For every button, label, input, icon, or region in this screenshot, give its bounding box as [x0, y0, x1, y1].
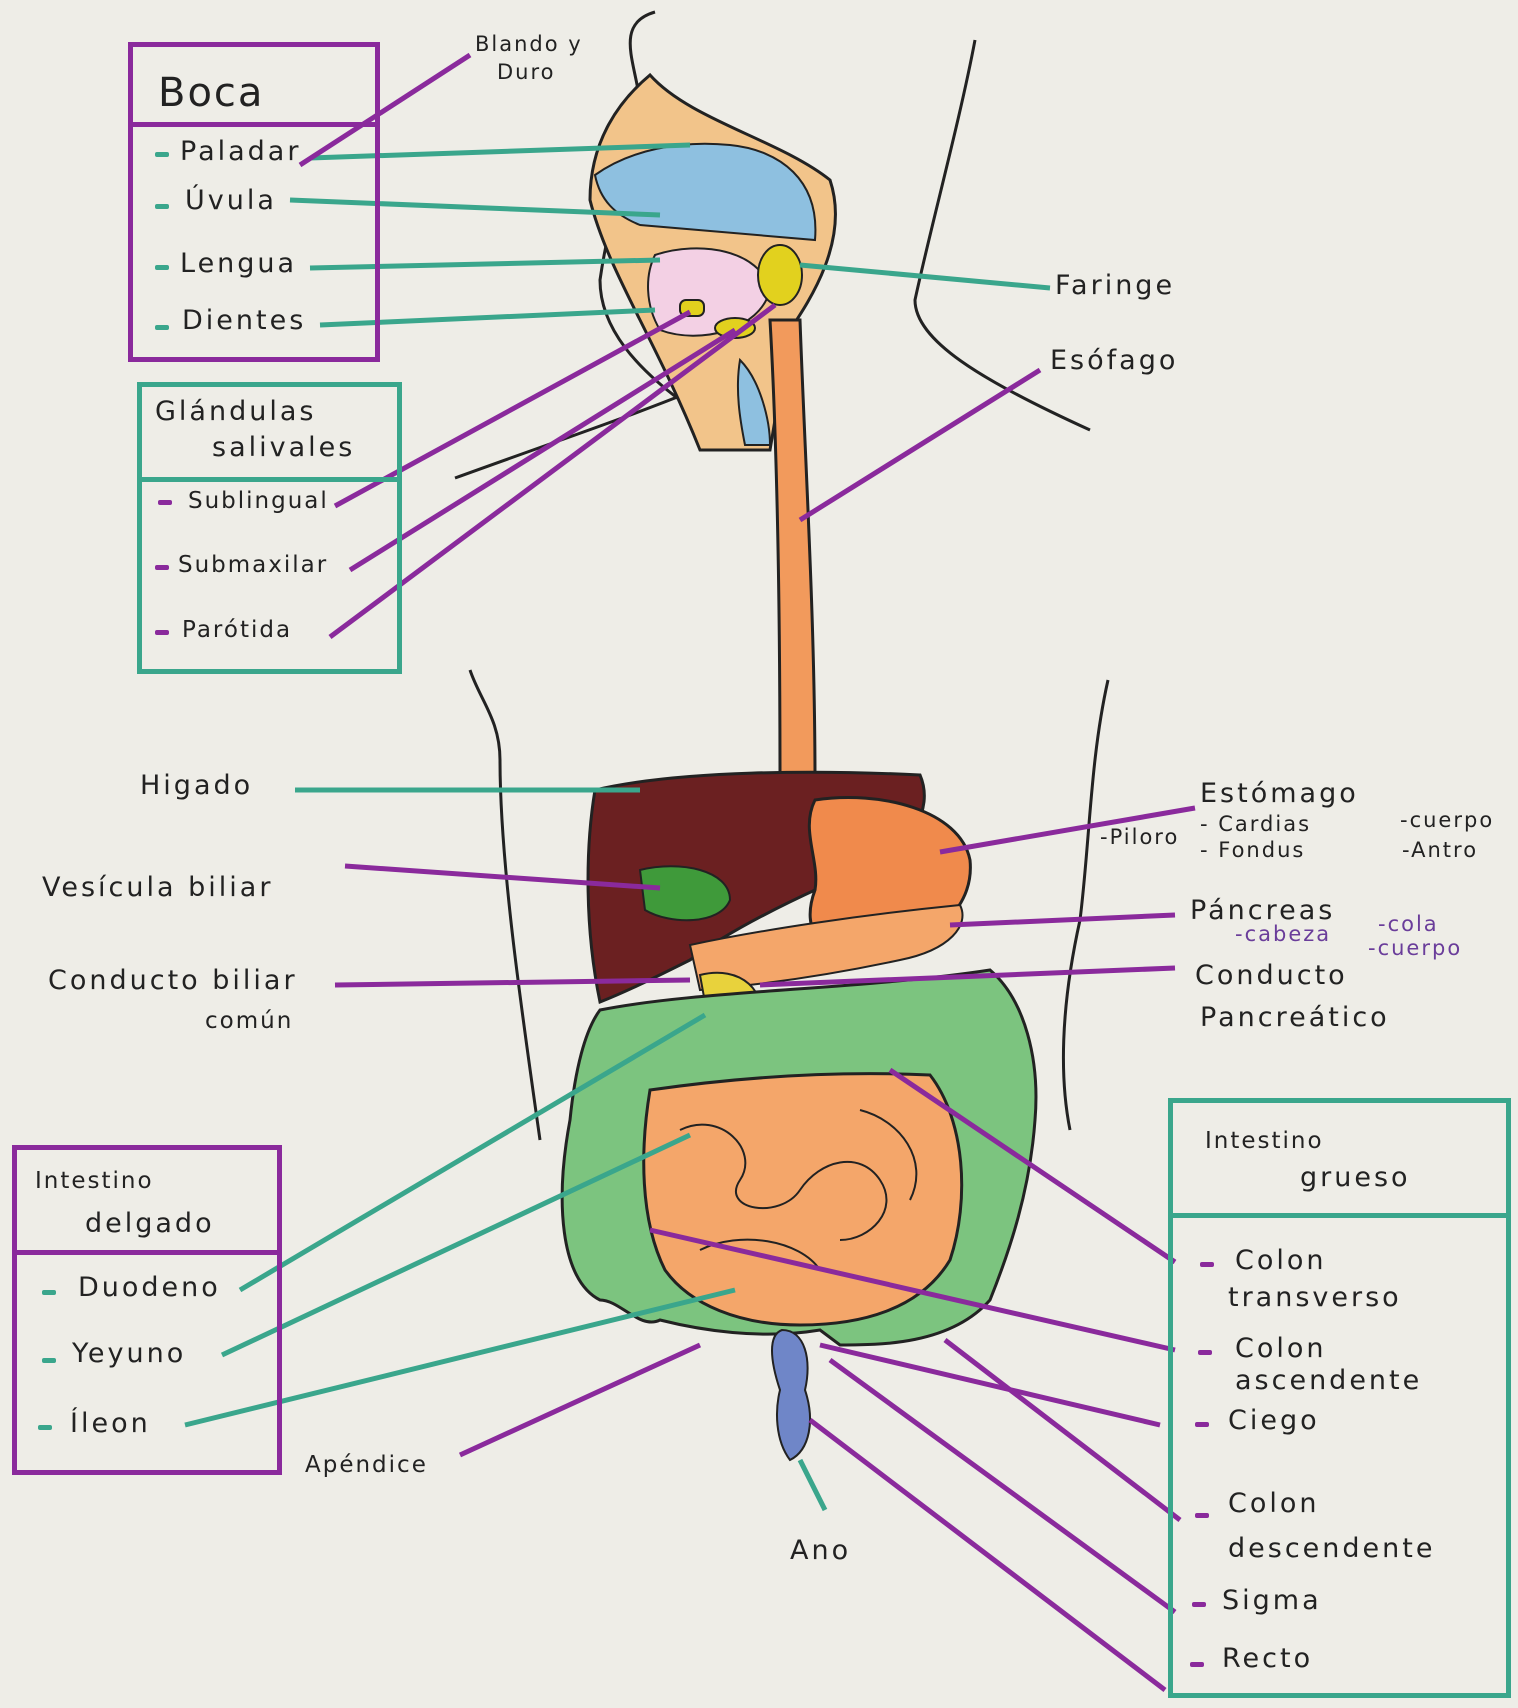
- label-vesicula: Vesícula biliar: [42, 872, 273, 903]
- boca-bullet-4: [155, 325, 169, 330]
- grueso-item-2-line2: ascendente: [1235, 1365, 1422, 1396]
- boca-item-lengua: Lengua: [180, 248, 297, 279]
- glandulas-item-sublingual: Sublingual: [188, 488, 329, 514]
- glandulas-item-parotida: Parótida: [182, 617, 292, 643]
- label-apendice: Apéndice: [305, 1452, 428, 1478]
- boca-item-paladar: Paladar: [180, 136, 301, 167]
- leader-esofago: [800, 370, 1040, 520]
- grueso-item-4-line1: Colon: [1228, 1488, 1320, 1519]
- label-estomago-fondus: - Fondus: [1200, 838, 1305, 862]
- leader-conducto-biliar: [335, 980, 690, 985]
- leader-colon-descendente: [945, 1340, 1180, 1520]
- label-pancreas-cola: -cola: [1378, 912, 1439, 936]
- label-conducto-biliar-2: común: [205, 1008, 293, 1034]
- glandulas-title-1: Glándulas: [155, 396, 316, 427]
- glandulas-item-submaxilar: Submaxilar: [178, 552, 328, 578]
- leader-vesicula: [345, 866, 660, 888]
- grueso-title-2: grueso: [1300, 1162, 1411, 1193]
- leader-conducto-pancreatico: [760, 968, 1175, 985]
- delgado-divider: [17, 1250, 277, 1255]
- label-faringe: Faringe: [1055, 270, 1175, 301]
- leader-recto: [810, 1420, 1165, 1690]
- delgado-bullet-3: [38, 1425, 52, 1430]
- glandulas-bullet-2: [155, 565, 169, 570]
- glandulas-divider: [142, 477, 397, 482]
- leader-ano: [800, 1460, 825, 1510]
- grueso-bullet-2: [1198, 1350, 1212, 1355]
- delgado-title-2: delgado: [85, 1208, 215, 1239]
- grueso-bullet-1: [1200, 1262, 1214, 1267]
- leader-duodeno: [240, 1015, 705, 1290]
- label-estomago-antro: -Antro: [1402, 838, 1478, 862]
- grueso-item-3-line1: Ciego: [1228, 1405, 1320, 1436]
- label-estomago-cardias: - Cardias: [1200, 812, 1311, 836]
- leader-apendice: [460, 1345, 700, 1455]
- leader-sigma: [830, 1360, 1175, 1612]
- label-higado: Higado: [140, 770, 253, 801]
- grueso-divider: [1173, 1213, 1506, 1218]
- boca-bullet-2: [155, 204, 169, 209]
- leader-ciego: [820, 1345, 1160, 1425]
- label-estomago-cuerpo: -cuerpo: [1400, 808, 1494, 832]
- leader-submaxilar: [350, 330, 735, 570]
- grueso-item-6-line1: Recto: [1222, 1643, 1313, 1674]
- grueso-item-1-line1: Colon: [1235, 1245, 1327, 1276]
- label-esofago: Esófago: [1050, 345, 1178, 376]
- label-estomago: Estómago: [1200, 778, 1359, 809]
- boca-divider: [133, 122, 375, 127]
- delgado-item-ileon: Íleon: [70, 1408, 151, 1439]
- label-blando-duro-2: Duro: [497, 60, 556, 84]
- label-pancreas-cabeza: -cabeza: [1235, 922, 1331, 946]
- grueso-title-1: Intestino: [1205, 1128, 1324, 1154]
- grueso-item-1-line2: transverso: [1228, 1282, 1402, 1313]
- boca-bullet-1: [155, 152, 169, 157]
- delgado-bullet-1: [42, 1290, 56, 1295]
- boca-title: Boca: [158, 70, 264, 116]
- delgado-item-duodeno: Duodeno: [78, 1272, 221, 1303]
- label-blando-duro-1: Blando y: [475, 32, 583, 56]
- grueso-bullet-3: [1195, 1422, 1209, 1427]
- label-estomago-piloro: -Piloro: [1100, 825, 1179, 849]
- delgado-bullet-2: [42, 1358, 56, 1363]
- delgado-title-1: Intestino: [35, 1168, 154, 1194]
- grueso-item-5-line1: Sigma: [1222, 1585, 1322, 1616]
- leader-pancreas: [950, 915, 1175, 925]
- grueso-item-4-line2: descendente: [1228, 1533, 1435, 1564]
- label-ano: Ano: [790, 1535, 851, 1566]
- label-conducto-pancreatico-1: Conducto: [1195, 960, 1348, 991]
- delgado-item-yeyuno: Yeyuno: [72, 1338, 186, 1369]
- leader-colon-transverso: [890, 1070, 1175, 1262]
- glandulas-bullet-3: [155, 630, 169, 635]
- boca-bullet-3: [155, 265, 169, 270]
- label-pancreas-cuerpo: -cuerpo: [1368, 936, 1462, 960]
- grueso-bullet-5: [1192, 1602, 1206, 1607]
- leader-yeyuno: [222, 1135, 690, 1355]
- grueso-bullet-6: [1190, 1662, 1204, 1667]
- label-conducto-pancreatico-2: Pancreático: [1200, 1002, 1390, 1033]
- glandulas-title-2: salivales: [212, 432, 355, 463]
- grueso-item-2-line1: Colon: [1235, 1333, 1327, 1364]
- glandulas-bullet-1: [158, 500, 172, 505]
- grueso-bullet-4: [1195, 1513, 1209, 1518]
- boca-item-uvula: Úvula: [185, 185, 277, 216]
- leader-faringe: [800, 265, 1050, 288]
- label-conducto-biliar-1: Conducto biliar: [48, 965, 298, 996]
- boca-item-dientes: Dientes: [182, 305, 306, 336]
